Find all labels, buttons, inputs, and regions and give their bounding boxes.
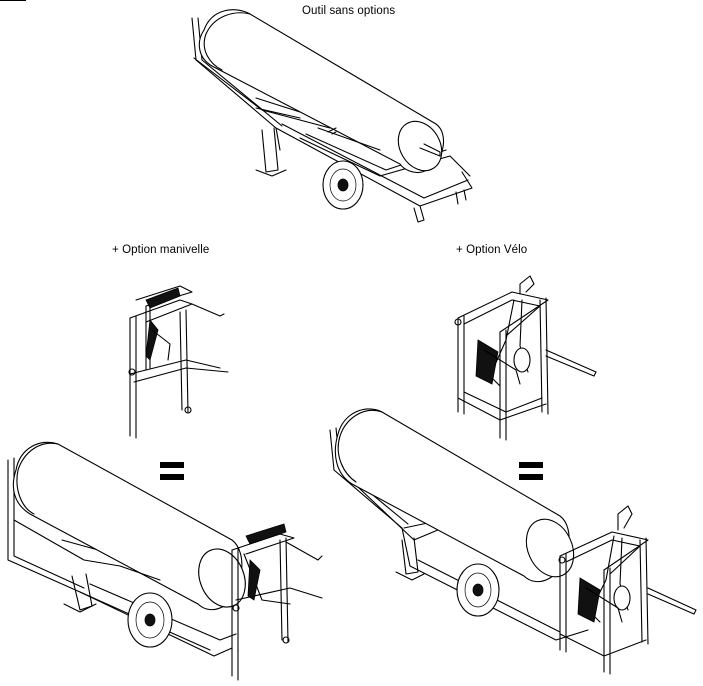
title-base-tool: Outil sans options [302, 5, 396, 17]
bike-option-drawing [454, 275, 597, 441]
corner-mark [0, 0, 26, 1]
equals-sign-left [160, 462, 184, 480]
base-tool-drawing [191, 9, 473, 223]
assembled-crank-drawing [7, 441, 323, 681]
crank-option-drawing [128, 285, 229, 439]
title-crank-option: + Option manivelle [112, 244, 210, 256]
assembled-bike-drawing [329, 408, 697, 675]
title-bike-option: + Option Vélo [456, 244, 528, 256]
equals-sign-right [519, 462, 543, 480]
